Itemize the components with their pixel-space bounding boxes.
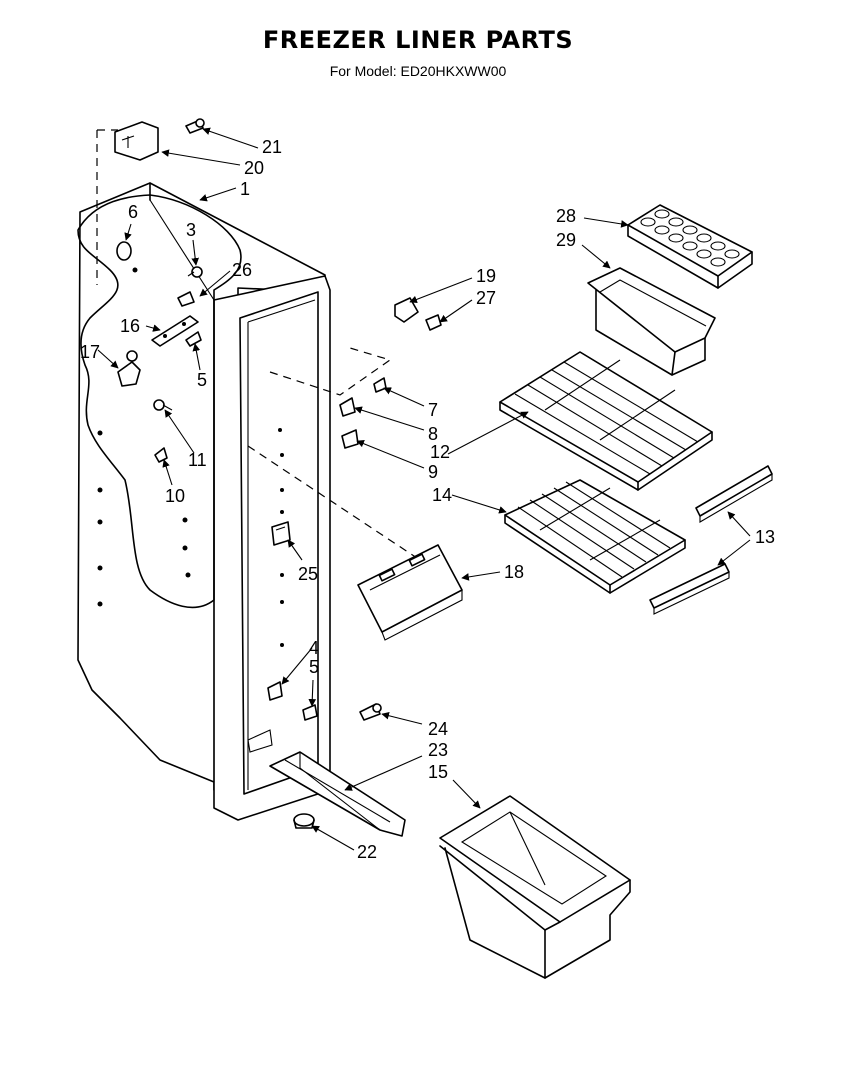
assembly-line [247,445,421,561]
freezer-liner [77,182,331,821]
callout-18: 18 [504,562,524,582]
part-21-screw [185,118,205,134]
part-26-clip [177,291,195,307]
callout-10: 10 [165,486,185,506]
callout-8: 8 [428,424,438,444]
part-9-clip [341,429,359,449]
part-24-screw [359,703,382,721]
assembly-line [269,347,392,396]
callout-5-lower: 5 [309,657,319,677]
callout-arrows [97,127,751,851]
callout-27: 27 [476,288,496,308]
part-23-rail [269,751,406,837]
part-7-clip [373,377,387,393]
part-14-wire-shelf [504,479,686,594]
part-10-clip [154,447,168,463]
callout-5-upper: 5 [197,370,207,390]
part-4-clip [267,681,283,701]
part-20-bracket [114,121,159,161]
part-22-foot [293,813,315,829]
part-19-sensor [394,297,419,323]
part-8-clip [339,397,356,417]
callout-13: 13 [755,527,775,547]
callout-12: 12 [430,442,450,462]
page-title: FREEZER LINER PARTS [262,26,574,54]
callout-15: 15 [428,762,448,782]
callout-29: 29 [556,230,576,250]
callout-16: 16 [120,316,140,336]
callout-24: 24 [428,719,448,739]
callout-9: 9 [428,462,438,482]
callout-21: 21 [262,137,282,157]
callout-labels: 21 20 1 6 3 26 16 17 5 11 10 25 4 5 24 2… [80,137,775,862]
callout-26: 26 [232,260,252,280]
callout-3: 3 [186,220,196,240]
part-28-ice-tray [627,204,753,289]
part-16-bracket [151,315,199,347]
part-25-switch [271,521,291,546]
part-15-pan [439,795,631,979]
part-13-shelf-rail [649,563,730,615]
callout-20: 20 [244,158,264,178]
part-6-plug [116,241,132,261]
callout-17: 17 [80,342,100,362]
callout-23: 23 [428,740,448,760]
callout-14: 14 [432,485,452,505]
callout-4: 4 [309,638,319,658]
part-11-fastener [153,399,173,411]
callout-7: 7 [428,400,438,420]
callout-19: 19 [476,266,496,286]
part-17-control [117,350,141,387]
model-subtitle: For Model: ED20HKXWW00 [329,63,507,79]
part-27-screw [425,314,442,331]
callout-25: 25 [298,564,318,584]
part-5-screw [185,331,202,347]
callout-1: 1 [240,179,250,199]
callout-28: 28 [556,206,576,226]
callout-6: 6 [128,202,138,222]
part-3-fastener [187,266,203,278]
part-13-shelf-rail [695,465,773,523]
part-12-wire-shelf [499,351,713,491]
part-18-guide [357,544,463,641]
part-29-ice-bin [587,267,716,376]
callout-11: 11 [188,450,207,470]
callout-22: 22 [357,842,377,862]
